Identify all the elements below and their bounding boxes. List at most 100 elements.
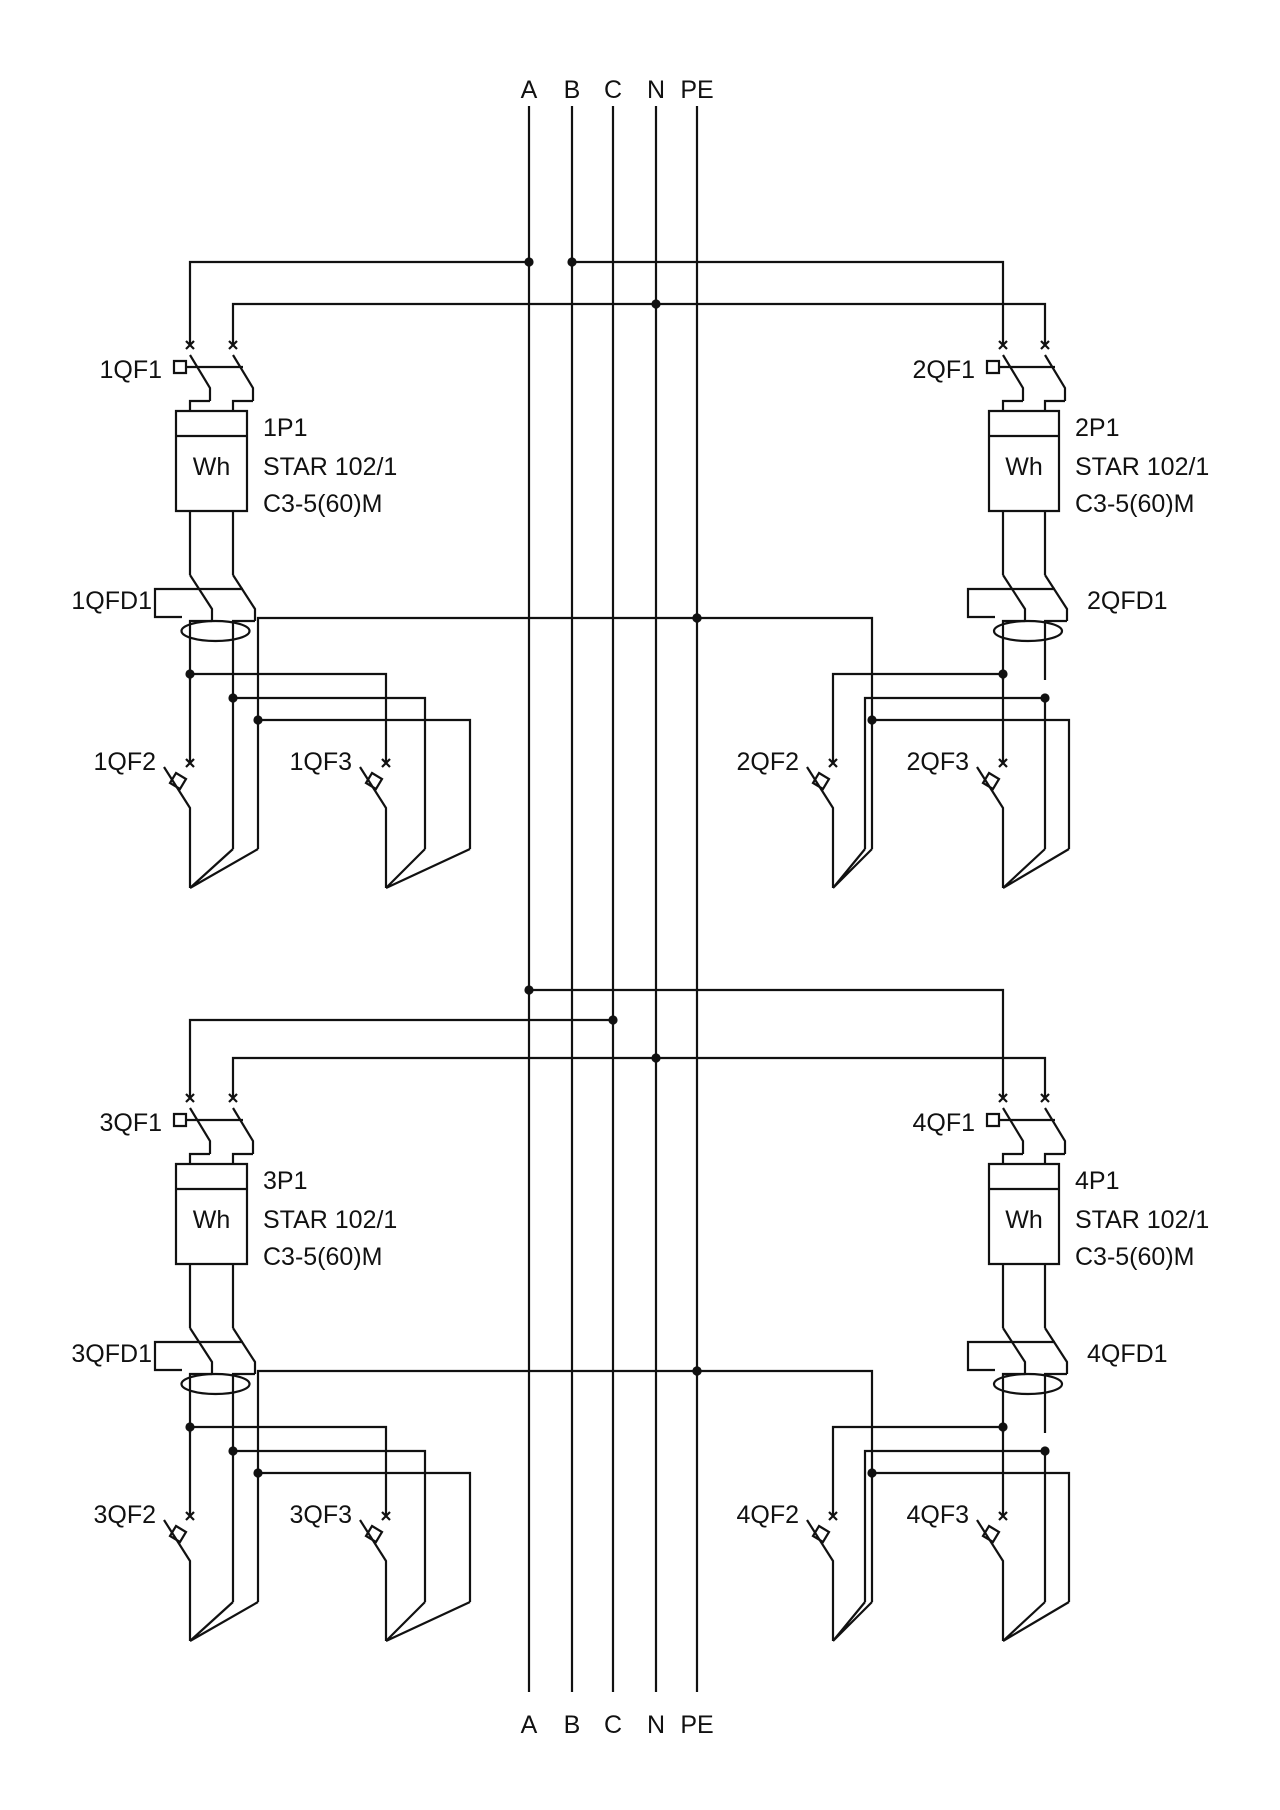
meter-symbol: Wh (1005, 453, 1043, 481)
bus-label-bottom-a: A (521, 1711, 538, 1739)
breaker-label: 1QF1 (99, 356, 162, 384)
breaker-trip-rect (985, 1112, 1001, 1128)
branch-neutral-dot (1040, 693, 1050, 703)
branch-outlet (189, 848, 259, 889)
meter-outgoing (1001, 511, 1047, 575)
branch-label: 2QF3 (906, 748, 969, 776)
branch-neutral-wire (233, 696, 427, 849)
meter-outgoing (188, 511, 235, 575)
breaker-trip-rect (172, 1112, 188, 1128)
rcbo-outgoing (188, 1372, 255, 1433)
branch-contact-cross (185, 1511, 195, 1521)
neutral-tap-wire (656, 302, 1047, 345)
pe-wire (256, 616, 697, 849)
branch-phase-wire (831, 672, 1003, 763)
branch-outlet (832, 1601, 873, 1642)
rcbo-test-loop (153, 587, 198, 619)
breaker-contact-cross (998, 1093, 1008, 1103)
branch-phase-wire (190, 1425, 388, 1516)
meter-rating: C3-5(60)M (263, 1243, 382, 1271)
branch-outlet (385, 848, 471, 889)
breaker-label: 4QF1 (912, 1109, 975, 1137)
branch-pe-wire (872, 718, 1071, 849)
meter-id: 3P1 (263, 1167, 307, 1195)
branch-breaker-blade (359, 766, 388, 888)
branch-contact-cross (828, 758, 838, 768)
branch-trip-rect (811, 1524, 831, 1544)
branch-contact-cross (998, 1511, 1008, 1521)
branch-label: 1QF3 (289, 748, 352, 776)
branch-pe-dot (867, 1468, 877, 1478)
rcbo-test-loop (966, 1340, 1011, 1372)
branch-contact-cross (828, 1511, 838, 1521)
branch-outlet (189, 1601, 259, 1642)
breaker-contact-cross (228, 1093, 238, 1103)
meter-box (987, 409, 1061, 513)
bus-label-bottom-c: C (604, 1711, 622, 1739)
rcbo-sensor-ring (992, 619, 1064, 643)
breaker-label: 2QF1 (912, 356, 975, 384)
phase-tap-dot (567, 257, 577, 267)
meter-box (987, 1162, 1061, 1266)
meter-id: 1P1 (263, 414, 307, 442)
branch-trip-rect (364, 1524, 384, 1544)
branch-contact-cross (998, 758, 1008, 768)
breaker-contact-cross (1040, 1093, 1050, 1103)
branch-pe-wire (258, 1471, 472, 1602)
branch-phase-dot (185, 669, 195, 679)
branch-neutral-dot (1040, 1446, 1050, 1456)
phase-tap-dot (524, 985, 534, 995)
neutral-tap-wire (231, 1056, 656, 1098)
rcbo-label: 1QFD1 (71, 587, 152, 615)
branch-label: 4QF2 (736, 1501, 799, 1529)
breaker-contact-cross (185, 1093, 195, 1103)
meter-box (174, 1162, 249, 1266)
phase-tap-wire (188, 1018, 613, 1098)
branch-neutral-wire (863, 696, 1045, 849)
branch-breaker-blade (359, 1519, 388, 1641)
bus-label-top-pe: PE (680, 76, 713, 104)
branch-pe-dot (867, 715, 877, 725)
meter-model: STAR 102/1 (1075, 1206, 1209, 1234)
branch-trip-rect (811, 771, 831, 791)
phase-tap-wire (529, 988, 1005, 1098)
branch-breaker-blade (163, 766, 192, 888)
breaker-trip-rect (172, 359, 188, 375)
branch-pe-wire (872, 1471, 1071, 1602)
meter-model: STAR 102/1 (1075, 453, 1209, 481)
breaker-blades (189, 354, 255, 401)
bus-label-bottom-b: B (564, 1711, 581, 1739)
branch-pe-wire (258, 718, 472, 849)
meter-box (174, 409, 249, 513)
neutral-tap-wire (656, 1056, 1047, 1098)
phase-tap-dot (524, 257, 534, 267)
bus-group (527, 106, 699, 1692)
branch-phase-dot (998, 1422, 1008, 1432)
breaker-contact-cross (185, 340, 195, 350)
breaker-blades (1002, 1107, 1067, 1154)
branch-outlet (385, 1601, 471, 1642)
meter-symbol: Wh (193, 1206, 231, 1234)
branch-phase-wire (831, 1425, 1003, 1516)
branch-breaker-blade (976, 766, 1005, 888)
branch-trip-rect (168, 1524, 188, 1544)
rcbo-sensor-ring (992, 1372, 1064, 1396)
pe-tap-dot (692, 1366, 702, 1376)
breaker-label: 3QF1 (99, 1109, 162, 1137)
branch-label: 2QF2 (736, 748, 799, 776)
bus-label-top-c: C (604, 76, 622, 104)
branch-neutral-wire (233, 1449, 427, 1602)
pe-tap-dot (692, 613, 702, 623)
rcbo-blades (1002, 1327, 1069, 1374)
bus-label-bottom-pe: PE (680, 1711, 713, 1739)
branch-breaker-blade (806, 766, 835, 888)
branch-outlet (1002, 1601, 1070, 1642)
meter-rating: C3-5(60)M (263, 490, 382, 518)
branch-contact-cross (185, 758, 195, 768)
